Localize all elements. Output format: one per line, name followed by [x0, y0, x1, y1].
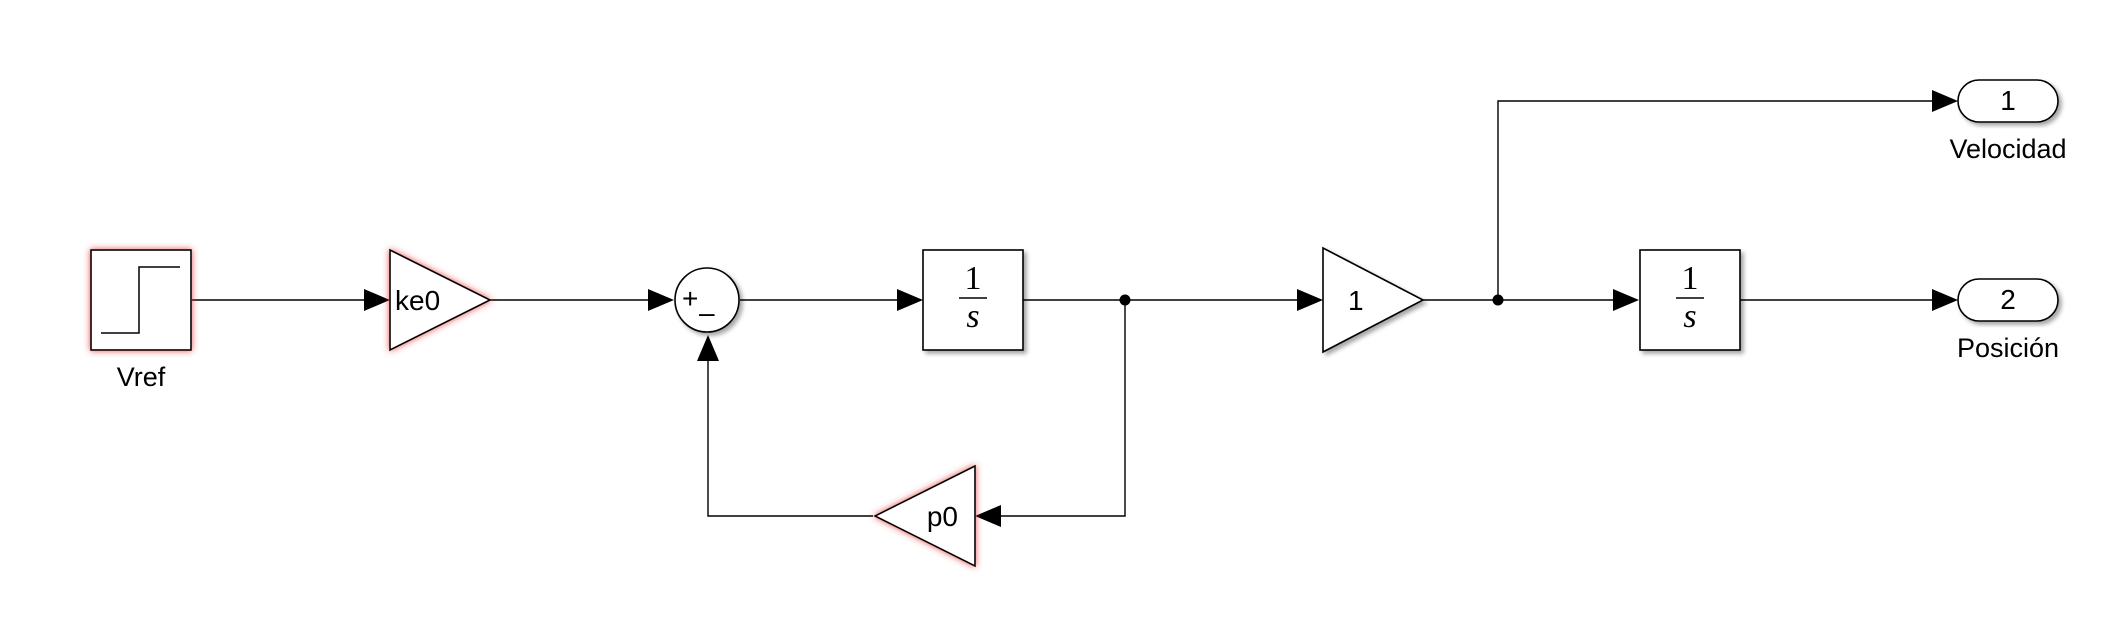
outport-1-velocidad[interactable]: 1 Velocidad — [1949, 79, 2067, 164]
outport-1-number: 1 — [2000, 85, 2016, 116]
branch-point-velocity — [1492, 294, 1504, 306]
integrator2-denominator: s — [1683, 298, 1696, 335]
arrowhead-into-integrator2 — [1613, 289, 1639, 311]
signal-velocity-branch[interactable] — [1497, 100, 1938, 300]
gain-block-1[interactable]: 1 — [1322, 246, 1425, 354]
arrowhead-into-outport2 — [1932, 289, 1958, 311]
branch-point-feedback — [1119, 294, 1131, 306]
integrator1-denominator: s — [966, 298, 979, 335]
integrator-block-1[interactable]: 1 s — [922, 249, 1024, 351]
gain-p0-label: p0 — [927, 501, 958, 532]
integrator-block-2[interactable]: 1 s — [1639, 249, 1741, 351]
outport-2-posicion[interactable]: 2 Posición — [1957, 278, 2059, 363]
step-block-label: Vref — [117, 362, 166, 392]
outport-2-number: 2 — [2000, 284, 2016, 315]
arrowhead-into-sum — [648, 289, 674, 311]
outport-2-label: Posición — [1957, 333, 2059, 363]
arrowhead-into-integrator1 — [897, 289, 923, 311]
arrowhead-into-sum-minus — [697, 335, 719, 361]
step-icon — [101, 266, 180, 334]
gain-ke0-label: ke0 — [395, 285, 440, 316]
integrator2-numerator: 1 — [1682, 260, 1699, 297]
sum-plus-sign: + — [682, 283, 698, 314]
arrowhead-into-p0 — [975, 505, 1001, 527]
signal-feedback-branch[interactable] — [995, 300, 1126, 517]
step-block-vref[interactable]: Vref — [90, 249, 192, 392]
integrator1-numerator: 1 — [965, 260, 982, 297]
gain-block-p0[interactable]: p0 — [873, 464, 976, 568]
signal-lines — [192, 100, 1938, 517]
sum-minus-sign: – — [699, 297, 715, 328]
sum-block[interactable]: + – — [674, 267, 740, 333]
outport-1-label: Velocidad — [1949, 134, 2066, 164]
arrowhead-into-gain1 — [1297, 289, 1323, 311]
gain-block-ke0[interactable]: ke0 — [389, 248, 492, 352]
signal-p0-to-sum[interactable] — [707, 358, 873, 517]
arrowhead-into-outport1 — [1932, 90, 1958, 112]
arrowhead-into-ke0 — [364, 289, 390, 311]
arrowheads — [364, 90, 1958, 527]
gain-1-label: 1 — [1348, 285, 1364, 316]
